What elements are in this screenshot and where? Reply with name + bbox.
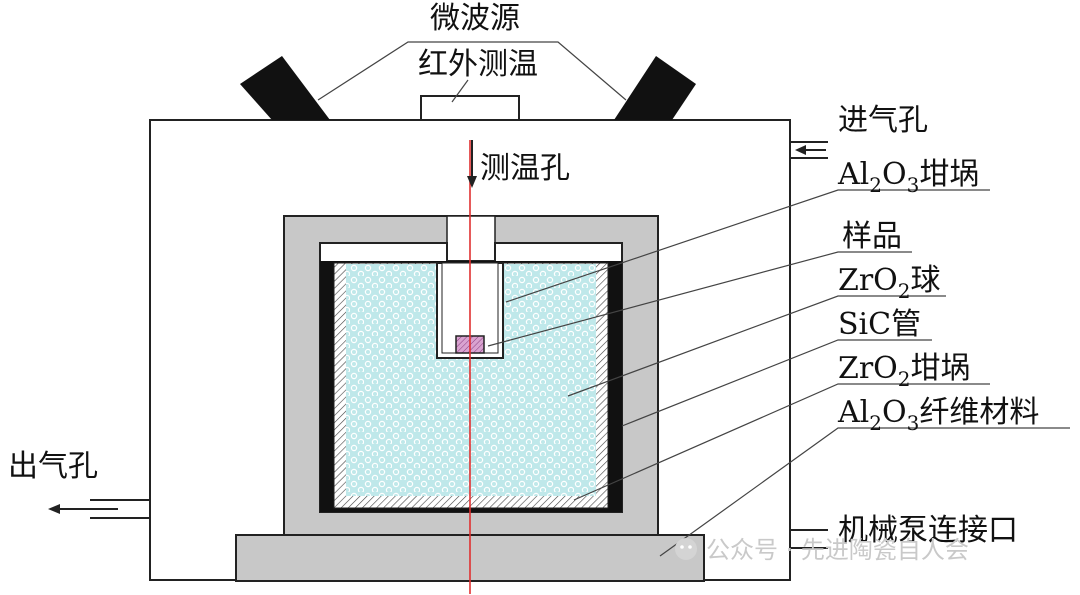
outlet-arrow-head xyxy=(48,504,60,514)
temp-hole-arrow-head xyxy=(467,176,477,188)
label-al2o3-fiber: Al2O3纤维材料 xyxy=(837,395,1039,435)
watermark: 公众号 · 先进陶瓷自人会 xyxy=(675,536,969,564)
label-temp-hole: 测温孔 xyxy=(480,151,570,186)
leader-microwave xyxy=(317,41,627,101)
label-zro2-crucible: ZrO2坩埚 xyxy=(838,351,971,391)
infrared-window xyxy=(420,95,520,121)
leader-sic-tube xyxy=(621,339,932,427)
leader-infrared xyxy=(451,79,469,103)
label-sample: 样品 xyxy=(842,219,902,254)
label-outlet: 出气孔 xyxy=(8,449,98,484)
leader-zro2-ball xyxy=(567,295,946,397)
label-microwave: 微波源 xyxy=(430,1,520,36)
label-infrared: 红外测温 xyxy=(418,47,538,82)
watermark-text: 公众号 · 先进陶瓷自人会 xyxy=(706,536,969,564)
label-al2o3-crucible: Al2O3坩埚 xyxy=(837,157,979,197)
leader-zro2-crucible xyxy=(573,383,990,501)
label-inlet: 进气孔 xyxy=(838,103,928,138)
label-zro2-ball: ZrO2球 xyxy=(838,263,941,303)
leader-sample xyxy=(487,251,912,347)
microwave-source-left xyxy=(240,56,330,120)
wechat-icon xyxy=(675,538,697,560)
label-sic-tube: SiC管 xyxy=(838,307,921,342)
microwave-source-right xyxy=(614,56,696,120)
temp-hole-opening xyxy=(446,215,496,262)
label-pump: 机械泵连接口 xyxy=(838,513,1018,548)
inlet-arrow-head xyxy=(795,145,806,155)
leader-al2o3-fiber xyxy=(659,427,1070,557)
leader-al2o3-crucible xyxy=(505,189,990,303)
